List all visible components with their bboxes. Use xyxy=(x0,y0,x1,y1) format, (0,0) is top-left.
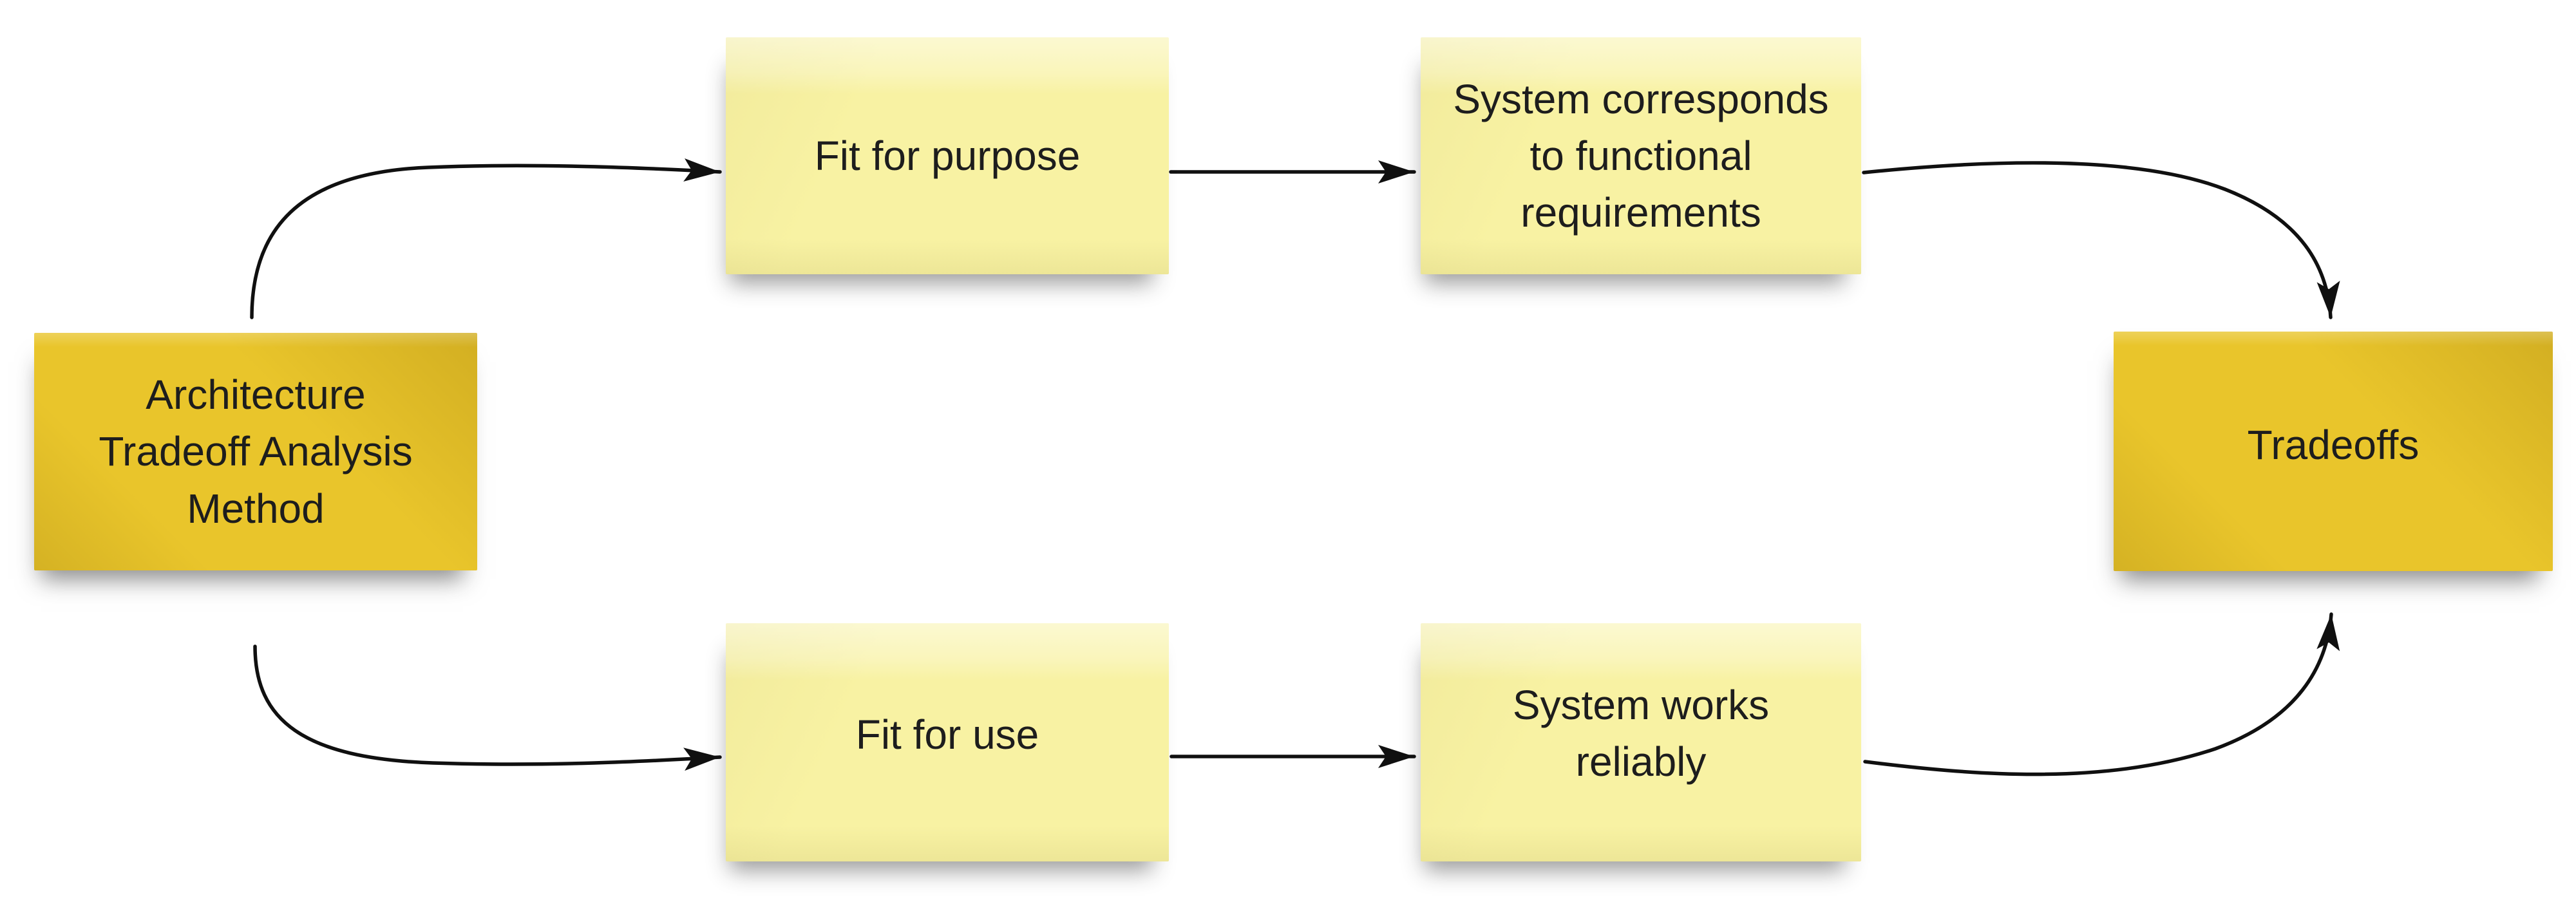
sticky-note-atam[interactable]: Architecture Tradeoff Analysis Method xyxy=(34,333,477,570)
sticky-note-label: System works reliably xyxy=(1512,681,1770,785)
sticky-note-label: Fit for purpose xyxy=(814,132,1081,179)
sticky-note-fit-use[interactable]: Fit for use xyxy=(726,623,1169,861)
sticky-note-system-corresponds[interactable]: System corresponds to functional require… xyxy=(1421,37,1861,274)
sticky-note-label: System corresponds to functional require… xyxy=(1453,75,1829,236)
arrow-atam-to-fit-purpose[interactable] xyxy=(250,158,722,319)
sticky-note-label: Architecture Tradeoff Analysis Method xyxy=(99,371,413,532)
sticky-note-system-works-reliably[interactable]: System works reliably xyxy=(1421,623,1861,861)
arrow-sys-reliable-to-tradeoffs[interactable] xyxy=(1863,612,2340,776)
sticky-note-tradeoffs[interactable]: Tradeoffs xyxy=(2114,332,2553,571)
sticky-note-label: Tradeoffs xyxy=(2247,421,2420,468)
sticky-note-label: Fit for use xyxy=(855,711,1039,758)
arrow-atam-to-fit-use[interactable] xyxy=(253,644,722,771)
sticky-note-fit-purpose[interactable]: Fit for purpose xyxy=(726,37,1169,274)
arrow-sys-functional-to-tradeoffs[interactable] xyxy=(1862,161,2340,319)
